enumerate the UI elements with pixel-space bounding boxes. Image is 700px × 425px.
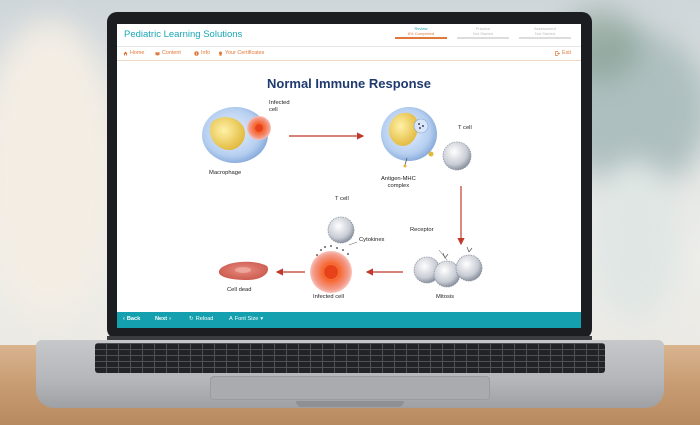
- book-icon: [155, 51, 160, 55]
- reload-icon: ↻: [189, 316, 194, 322]
- progress-steps: Review 8% Completed Practice Not Started…: [395, 26, 571, 39]
- mitosis-t-cells: [413, 246, 483, 288]
- step-progress-bar: [395, 37, 447, 39]
- font-size-icon: A: [229, 316, 233, 322]
- step-name: Review: [414, 26, 428, 31]
- next-label: Next: [155, 316, 168, 322]
- chevron-right-icon: ›: [169, 316, 171, 322]
- exit-button[interactable]: Exit: [555, 50, 571, 56]
- t-cell-cytokines: [316, 216, 355, 256]
- t-cell-binding: [442, 141, 472, 171]
- background-wall: [0, 20, 120, 320]
- step-review[interactable]: Review 8% Completed: [395, 26, 447, 39]
- step-status: Not Started: [472, 31, 494, 36]
- back-button[interactable]: ‹ Back: [123, 316, 140, 322]
- label-t-cell-top: T cell: [458, 125, 472, 131]
- dead-cell: [218, 261, 269, 280]
- step-assessment[interactable]: Assessment Not Started: [519, 26, 571, 39]
- footer-bar: ‹ Back Next › ↻ Reload A Font Size ▾: [117, 312, 581, 328]
- nav-info-label: Info: [201, 50, 210, 56]
- nav-certificates-label: Your Certificates: [225, 50, 265, 56]
- label-cytokines: Cytokines: [359, 237, 385, 243]
- nav-home[interactable]: Home: [123, 50, 144, 56]
- exit-icon: [555, 50, 560, 56]
- step-status: Not Started: [534, 31, 556, 36]
- caret-down-icon: ▾: [260, 316, 264, 322]
- exit-label: Exit: [562, 50, 571, 56]
- label-cell-dead: Cell dead: [227, 287, 252, 293]
- chevron-left-icon: ‹: [123, 316, 125, 322]
- label-t-cell-mid: T cell: [335, 196, 349, 202]
- slide-title: Normal Immune Response: [267, 76, 431, 91]
- font-size-button[interactable]: A Font Size ▾: [229, 316, 263, 322]
- step-name: Practice: [475, 26, 491, 31]
- nav-certificates[interactable]: Your Certificates: [218, 50, 264, 56]
- step-practice[interactable]: Practice Not Started: [457, 26, 509, 39]
- nav-bar: Home Content Info Your Certificates Exit: [117, 47, 581, 61]
- home-icon: [123, 51, 128, 55]
- step-name: Assessment: [534, 26, 556, 31]
- reload-button[interactable]: ↻ Reload: [189, 316, 213, 322]
- step-progress-bar: [457, 37, 509, 39]
- step-progress-bar: [519, 37, 571, 39]
- label-antigen-mhc: Antigen-MHC complex: [381, 176, 416, 189]
- reload-label: Reload: [195, 316, 214, 322]
- nav-content[interactable]: Content: [155, 50, 181, 56]
- next-button[interactable]: Next ›: [155, 316, 171, 322]
- font-size-label: Font Size: [234, 316, 259, 322]
- cytokines-pointer: [348, 241, 358, 246]
- step-status: 8% Completed: [407, 31, 435, 36]
- nav-info[interactable]: Info: [194, 50, 210, 56]
- nav-home-label: Home: [130, 50, 145, 56]
- label-infected-cell-top: Infected cell: [269, 100, 290, 113]
- macrophage-cell: [202, 107, 271, 163]
- laptop-screen: Pediatric Learning Solutions Review 8% C…: [117, 24, 581, 328]
- nav-content-label: Content: [162, 50, 181, 56]
- laptop-keyboard: [95, 343, 605, 373]
- label-infected-cell-bottom: Infected cell: [313, 294, 344, 300]
- label-macrophage: Macrophage: [209, 170, 242, 176]
- app-title: Pediatric Learning Solutions: [124, 29, 243, 40]
- info-icon: [194, 50, 199, 56]
- laptop-lip: [296, 401, 404, 407]
- app-header: Pediatric Learning Solutions Review 8% C…: [117, 24, 581, 47]
- label-receptor: Receptor: [410, 227, 434, 233]
- infected-cell: [310, 251, 352, 293]
- certificate-icon: [219, 51, 222, 56]
- receptor-pointer: [438, 249, 448, 261]
- laptop-trackpad: [210, 376, 490, 400]
- immune-response-diagram: [202, 107, 483, 293]
- label-mitosis: Mitosis: [436, 294, 455, 300]
- background-window-light: [590, 160, 680, 320]
- back-label: Back: [126, 316, 141, 322]
- antigen-mhc-complex: [381, 107, 437, 168]
- laptop-hinge: [107, 336, 592, 342]
